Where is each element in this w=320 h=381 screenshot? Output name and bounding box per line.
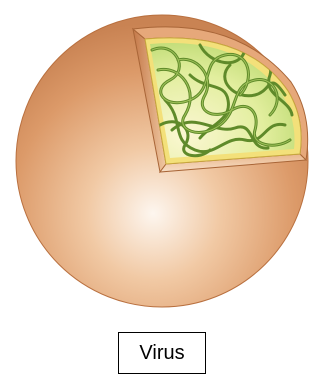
virus-illustration xyxy=(0,0,320,330)
virus-label: Virus xyxy=(118,332,206,374)
viral-core xyxy=(150,43,295,158)
